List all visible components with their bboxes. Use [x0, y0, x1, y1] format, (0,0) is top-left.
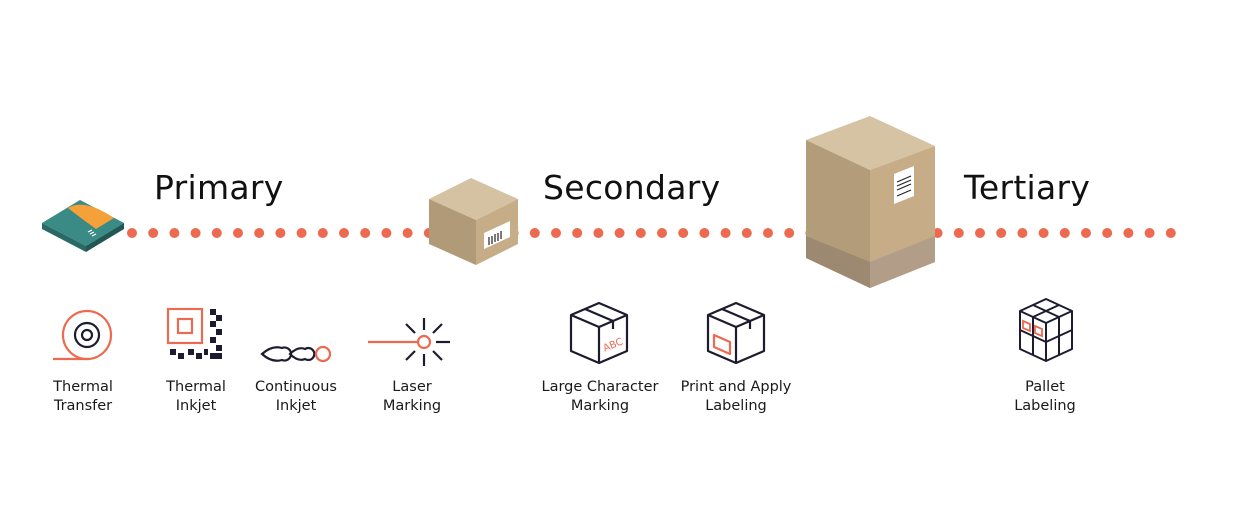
timeline-dot	[254, 228, 265, 238]
pallet-labeling-icon	[1019, 298, 1073, 362]
timeline-dot	[699, 228, 710, 238]
timeline-dot	[763, 228, 773, 238]
timeline-dot	[381, 228, 392, 238]
timeline-dot	[1144, 228, 1155, 238]
timeline-dot	[996, 228, 1007, 238]
timeline-dot	[784, 228, 795, 238]
timeline-dot	[127, 228, 137, 238]
timeline-dot	[1038, 228, 1049, 238]
timeline-dot	[975, 228, 985, 238]
timeline-dot	[593, 228, 604, 238]
timeline-dot	[720, 228, 731, 238]
timeline-dot	[678, 228, 689, 238]
timeline-dot	[1081, 228, 1091, 238]
timeline-dot	[211, 228, 222, 238]
thermal-transfer-icon	[53, 309, 113, 361]
stage-heading-secondary: Secondary	[543, 168, 721, 207]
timeline-dot	[932, 228, 943, 238]
timeline-dot	[1102, 228, 1113, 238]
timeline-dot	[233, 228, 243, 238]
timeline-dot	[317, 228, 328, 238]
timeline-dot	[169, 228, 180, 238]
timeline-dot	[953, 228, 964, 238]
timeline-dot	[339, 228, 349, 238]
timeline-dot	[529, 228, 540, 238]
continuous-inkjet-icon	[260, 345, 332, 363]
timeline-dot	[635, 228, 646, 238]
timeline-dot	[296, 228, 307, 238]
thermal-inkjet-icon	[166, 307, 222, 359]
secondary-box-icon	[429, 178, 518, 265]
timeline-dot	[572, 228, 583, 238]
timeline-dot	[360, 228, 371, 238]
primary-package-icon	[42, 200, 124, 252]
timeline-dot	[551, 228, 561, 238]
timeline-dot	[1017, 228, 1028, 238]
timeline-dot	[1059, 228, 1070, 238]
tertiary-carton-icon	[806, 116, 935, 288]
timeline-dot	[190, 228, 201, 238]
print-and-apply-labeling-icon	[706, 301, 766, 365]
timeline-dot	[741, 228, 752, 238]
stage-heading-tertiary: Tertiary	[964, 168, 1091, 207]
laser-marking-icon	[368, 318, 450, 366]
large-character-marking-icon: ABC	[569, 301, 629, 365]
timeline-dot	[1123, 228, 1134, 238]
timeline-dot	[1165, 228, 1176, 238]
stage-heading-primary: Primary	[154, 168, 284, 207]
timeline-dot	[148, 228, 159, 238]
timeline-dot	[275, 228, 286, 238]
timeline-dot	[402, 228, 413, 238]
box-abc-text: ABC	[602, 337, 625, 355]
timeline-dot	[657, 228, 667, 238]
timeline-dot	[614, 228, 625, 238]
